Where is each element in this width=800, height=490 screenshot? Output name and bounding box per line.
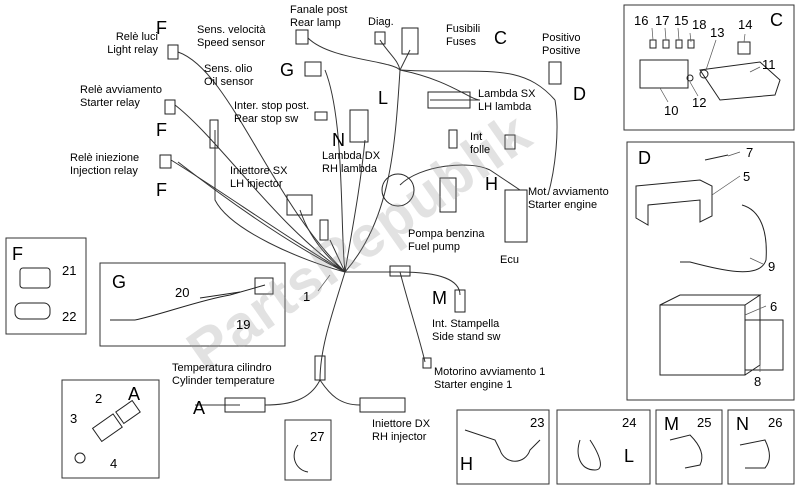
clamp-n-shape — [739, 439, 770, 469]
letter-c-box: C — [770, 10, 783, 30]
part-number-27: 27 — [310, 429, 325, 444]
part-number-20: 20 — [175, 285, 190, 300]
letter-c-main: C — [494, 28, 507, 48]
letter-m-box: M — [664, 414, 679, 434]
harness-wires — [170, 37, 558, 406]
box-m-clamp — [655, 409, 723, 485]
box-g-sensor — [99, 262, 286, 347]
part-number-26: 26 — [768, 415, 783, 430]
part-number-22: 22 — [62, 309, 77, 324]
box-d-battery — [626, 141, 795, 401]
letter-d-box: D — [638, 148, 651, 168]
part-number-11: 11 — [762, 57, 776, 72]
letter-d-main: D — [573, 84, 586, 104]
leader-lines — [317, 27, 767, 372]
part-number-7: 7 — [746, 145, 754, 160]
letter-m: M — [432, 288, 447, 308]
clamp-m-shape — [669, 434, 703, 469]
tie-shape — [577, 439, 601, 471]
letter-g: G — [280, 60, 295, 80]
part-number-10: 10 — [664, 103, 679, 118]
battery-assembly — [635, 154, 784, 376]
letter-h: H — [485, 174, 498, 194]
letter-f-1: F — [156, 18, 167, 38]
main-components — [159, 27, 562, 413]
letter-l-box: L — [624, 446, 635, 466]
letter-a-box: A — [128, 384, 141, 404]
letter-l: L — [378, 88, 389, 108]
part-number-4: 4 — [110, 456, 118, 471]
part-number-13: 13 — [710, 25, 725, 40]
letter-n-box: N — [736, 414, 749, 434]
part-number-19: 19 — [236, 317, 251, 332]
letter-a-main: A — [193, 398, 206, 418]
letter-h-box: H — [460, 454, 473, 474]
box-a-connector — [61, 379, 160, 479]
box-l-tie — [556, 409, 651, 485]
part-number-1: 1 — [303, 289, 311, 304]
part-number-25: 25 — [697, 415, 712, 430]
letter-f-2: F — [156, 120, 167, 140]
letter-f-3: F — [156, 180, 167, 200]
letter-n: N — [332, 130, 345, 150]
fuse-box — [639, 39, 781, 101]
box-n-clamp — [727, 409, 795, 485]
part-number-3: 3 — [70, 411, 78, 426]
part-number-16: 16 — [634, 13, 649, 28]
letter-g-box: G — [112, 272, 127, 292]
part-number-8: 8 — [754, 374, 762, 389]
clip-27-shape — [293, 444, 309, 473]
part-number-18: 18 — [692, 17, 707, 32]
label-ecu: Ecu — [500, 254, 519, 266]
part-number-2: 2 — [95, 391, 103, 406]
part-number-21: 21 — [62, 263, 77, 278]
part-number-14: 14 — [738, 17, 753, 32]
relay-holder — [14, 267, 51, 320]
part-number-23: 23 — [530, 415, 545, 430]
box-27-clip — [284, 419, 332, 481]
part-number-17: 17 — [655, 13, 670, 28]
box-h-bracket — [456, 409, 550, 485]
part-number-24: 24 — [622, 415, 637, 430]
part-number-6: 6 — [770, 299, 778, 314]
box-f-relay-support — [5, 237, 87, 335]
label-inter-stop: Inter. stop post.Rear stop sw — [234, 100, 310, 125]
part-number-9: 9 — [768, 259, 776, 274]
label-diag: Diag. — [368, 16, 394, 28]
letter-f-box: F — [12, 244, 23, 264]
temperature-sensor — [110, 277, 274, 321]
box-c-fuses — [623, 4, 795, 131]
part-number-15: 15 — [674, 13, 689, 28]
bracket-shape — [464, 429, 541, 462]
part-number-5: 5 — [743, 169, 751, 184]
connector-assembly — [74, 399, 141, 464]
part-number-12: 12 — [692, 95, 707, 110]
